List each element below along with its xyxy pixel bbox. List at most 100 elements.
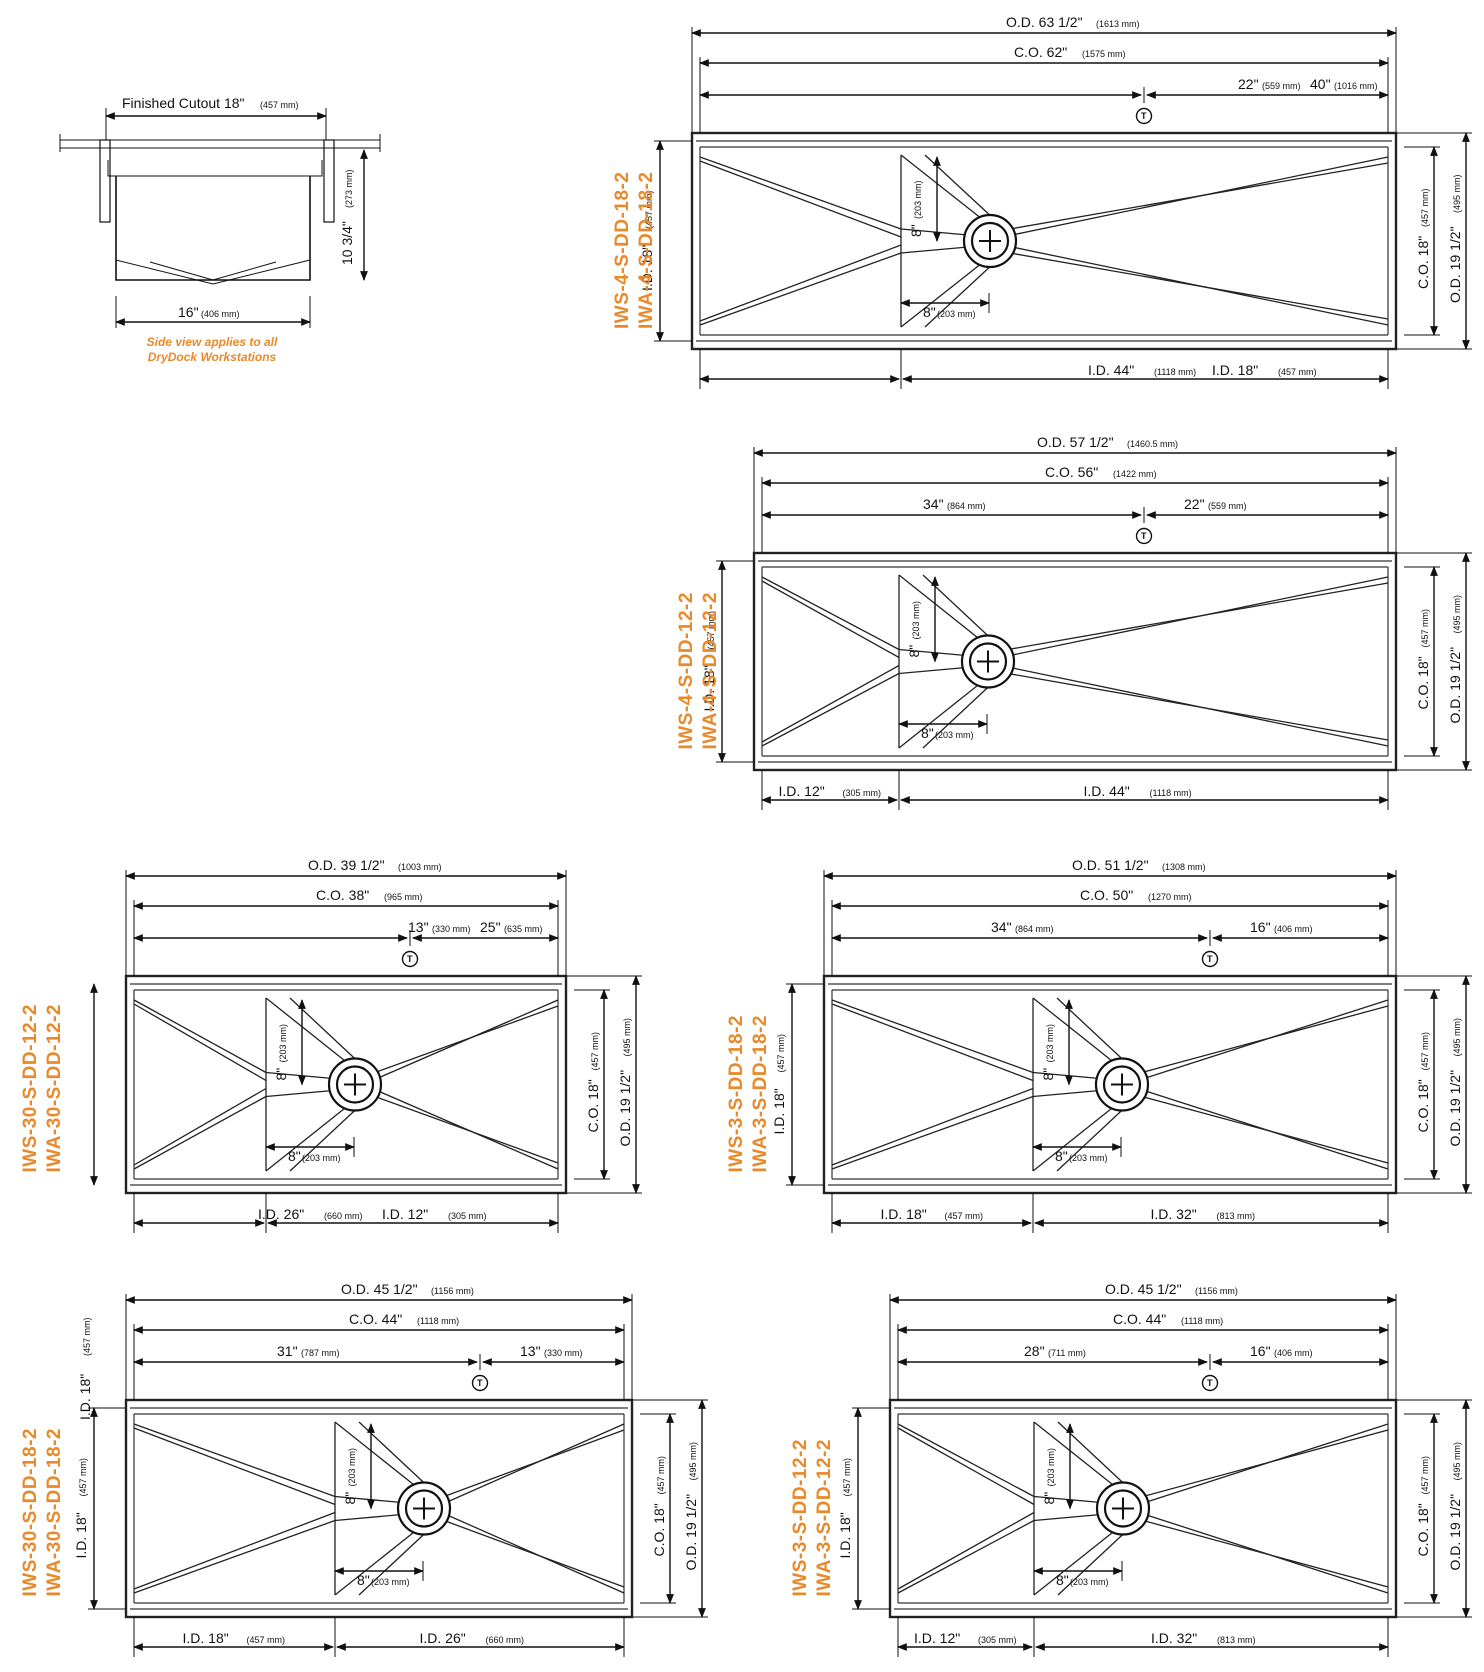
- bot-left-mm: (457 mm): [945, 1211, 984, 1221]
- depth-mm: (273 mm): [344, 169, 354, 208]
- bottom-mm: (406 mm): [201, 309, 240, 319]
- bot-right-label: I.D. 26": [258, 1206, 304, 1222]
- dimension-line: [699, 252, 902, 326]
- seg-right-mm: (406 mm): [1274, 1348, 1313, 1358]
- seg-right-mm: (330 mm): [544, 1348, 583, 1358]
- dimension-line: [374, 1005, 559, 1074]
- dimension-line: [133, 1519, 336, 1594]
- v8-mm: (203 mm): [1045, 1024, 1055, 1063]
- v8-label: 8": [906, 645, 922, 658]
- bot-right2-mm: (305 mm): [448, 1211, 487, 1221]
- dimension-line: [761, 576, 900, 651]
- h8-mm: (203 mm): [937, 309, 976, 319]
- dimension-line: [1009, 162, 1389, 230]
- plan-view-3: 8"(203 mm)8"(203 mm)O.D. 39 1/2"(1003 mm…: [20, 857, 642, 1233]
- co-label: C.O. 38": [316, 887, 369, 903]
- bot-right-mm: (813 mm): [1217, 1211, 1256, 1221]
- od-label: O.D. 51 1/2": [1072, 857, 1149, 873]
- od-label: O.D. 45 1/2": [341, 1281, 418, 1297]
- dimension-line: [265, 1105, 348, 1172]
- left-h-mm: (457 mm): [776, 1034, 786, 1073]
- extra-top-mm: (457 mm): [82, 1317, 92, 1356]
- dimension-line: [289, 1106, 360, 1172]
- seg-right-mm: (406 mm): [1274, 924, 1313, 934]
- model-label-1: IWS-4-S-DD-12-2: [676, 592, 697, 749]
- seg-right2-label: 25": [480, 919, 501, 935]
- bot-left-label: I.D. 12": [914, 1630, 960, 1646]
- od-h-label: O.D. 19 1/2": [1447, 647, 1463, 724]
- bot-right-label: I.D. 32": [1151, 1206, 1197, 1222]
- h8-label: 8": [921, 725, 934, 741]
- v8-mm: (203 mm): [347, 1448, 357, 1487]
- od-h-label: O.D. 19 1/2": [683, 1494, 699, 1571]
- dimension-line: [1033, 1513, 1102, 1522]
- seg-right-label: 16": [1250, 919, 1271, 935]
- dimension-line: [133, 1087, 267, 1166]
- co-h-mm: (457 mm): [656, 1456, 666, 1495]
- seg-left-mm: (864 mm): [947, 501, 986, 511]
- h8-mm: (203 mm): [935, 730, 974, 740]
- dimension-line: [265, 1089, 334, 1098]
- seg-right-label: 22": [1184, 496, 1205, 512]
- v8-mm: (203 mm): [1046, 1448, 1056, 1487]
- plan-views: 8"(203 mm)8"(203 mm)O.D. 63 1/2"(1613 mm…: [20, 14, 1472, 1657]
- v8-label: 8": [342, 1492, 358, 1505]
- model-label-1: IWS-30-S-DD-18-2: [20, 1428, 41, 1596]
- left-h-label: I.D. 18": [73, 1512, 89, 1558]
- dimension-line: [358, 1530, 429, 1596]
- left-h-mm: (457 mm): [78, 1458, 88, 1497]
- bot-right-mm: (1118 mm): [1154, 367, 1196, 377]
- tap-symbol: [1201, 1374, 1219, 1392]
- seg-right-mm: (559 mm): [1262, 81, 1301, 91]
- bot-left-mm: (305 mm): [843, 788, 882, 798]
- od-h-mm: (495 mm): [688, 1442, 698, 1481]
- dimension-line: [831, 999, 1034, 1074]
- dimension-line: [897, 1511, 1035, 1590]
- co-mm: (1118 mm): [1181, 1316, 1223, 1326]
- dimension-line: [900, 262, 983, 328]
- co-h-mm: (457 mm): [1420, 609, 1430, 648]
- dimension-line: [1141, 1005, 1389, 1074]
- dimension-line: [265, 997, 348, 1064]
- plan-view-6: 8"(203 mm)8"(203 mm)O.D. 45 1/2"(1156 mm…: [790, 1281, 1472, 1657]
- seg-right-label: 13": [520, 1343, 541, 1359]
- tap-symbol: [1135, 107, 1153, 125]
- seg-left-mm: (711 mm): [1048, 1348, 1086, 1358]
- tap-symbol: [1135, 527, 1153, 545]
- dimension-line: [133, 1003, 267, 1082]
- tap-label: T: [1141, 111, 1147, 121]
- dimension-line: [699, 160, 902, 238]
- dimension-line: [924, 262, 995, 328]
- v8-mm: (203 mm): [913, 180, 923, 219]
- seg-right-mm: (330 mm): [432, 924, 471, 934]
- v8-label: 8": [273, 1068, 289, 1081]
- bot-right-label: I.D. 44": [1084, 783, 1130, 799]
- dimension-line: [1057, 1530, 1128, 1596]
- tap-label: T: [477, 1378, 483, 1388]
- dimension-line: [443, 1429, 625, 1498]
- seg-right-label: 16": [1250, 1343, 1271, 1359]
- dimension-line: [1007, 582, 1389, 651]
- dimension-line: [133, 999, 267, 1074]
- dimension-line: [133, 1511, 336, 1590]
- v8-label: 8": [908, 224, 924, 237]
- od-mm: (1156 mm): [431, 1286, 474, 1296]
- bot-right-label: I.D. 32": [1151, 1630, 1197, 1646]
- co-label: C.O. 44": [349, 1311, 402, 1327]
- dimension-line: [761, 664, 900, 743]
- co-h-label: C.O. 18": [585, 1079, 601, 1132]
- co-mm: (1575 mm): [1082, 49, 1126, 59]
- h8-label: 8": [1056, 1572, 1069, 1588]
- h8-mm: (203 mm): [1069, 1153, 1108, 1163]
- od-h-mm: (495 mm): [1452, 174, 1462, 213]
- dimension-line: [133, 1427, 336, 1506]
- co-mm: (965 mm): [384, 892, 423, 902]
- dimension-line: [443, 1519, 625, 1588]
- od-mm: (1156 mm): [1195, 1286, 1238, 1296]
- cutout-label: Finished Cutout 18": [122, 95, 245, 111]
- seg-left-label: 31": [277, 1343, 298, 1359]
- left-h-mm: (457 mm): [644, 190, 654, 229]
- extra-top-label: I.D. 18": [77, 1374, 93, 1420]
- od-label: O.D. 57 1/2": [1037, 434, 1114, 450]
- v8-label: 8": [1041, 1492, 1057, 1505]
